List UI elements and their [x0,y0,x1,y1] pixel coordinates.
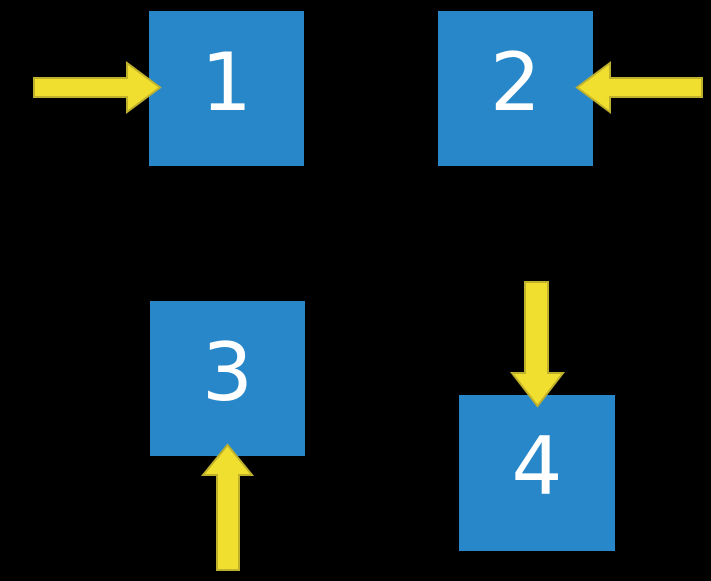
square-3: 3 [150,301,305,456]
square-2-label: 2 [490,35,541,129]
arrow-right-icon [33,61,162,114]
arrow-left-icon [575,61,703,114]
square-3-label: 3 [202,325,253,419]
square-1: 1 [149,11,304,166]
square-4-label: 4 [511,420,563,513]
square-4: 4 [459,395,615,551]
square-2: 2 [438,11,593,166]
square-1-label: 1 [201,35,252,129]
arrow-down-icon [509,281,566,408]
arrow-up-icon [200,443,255,571]
